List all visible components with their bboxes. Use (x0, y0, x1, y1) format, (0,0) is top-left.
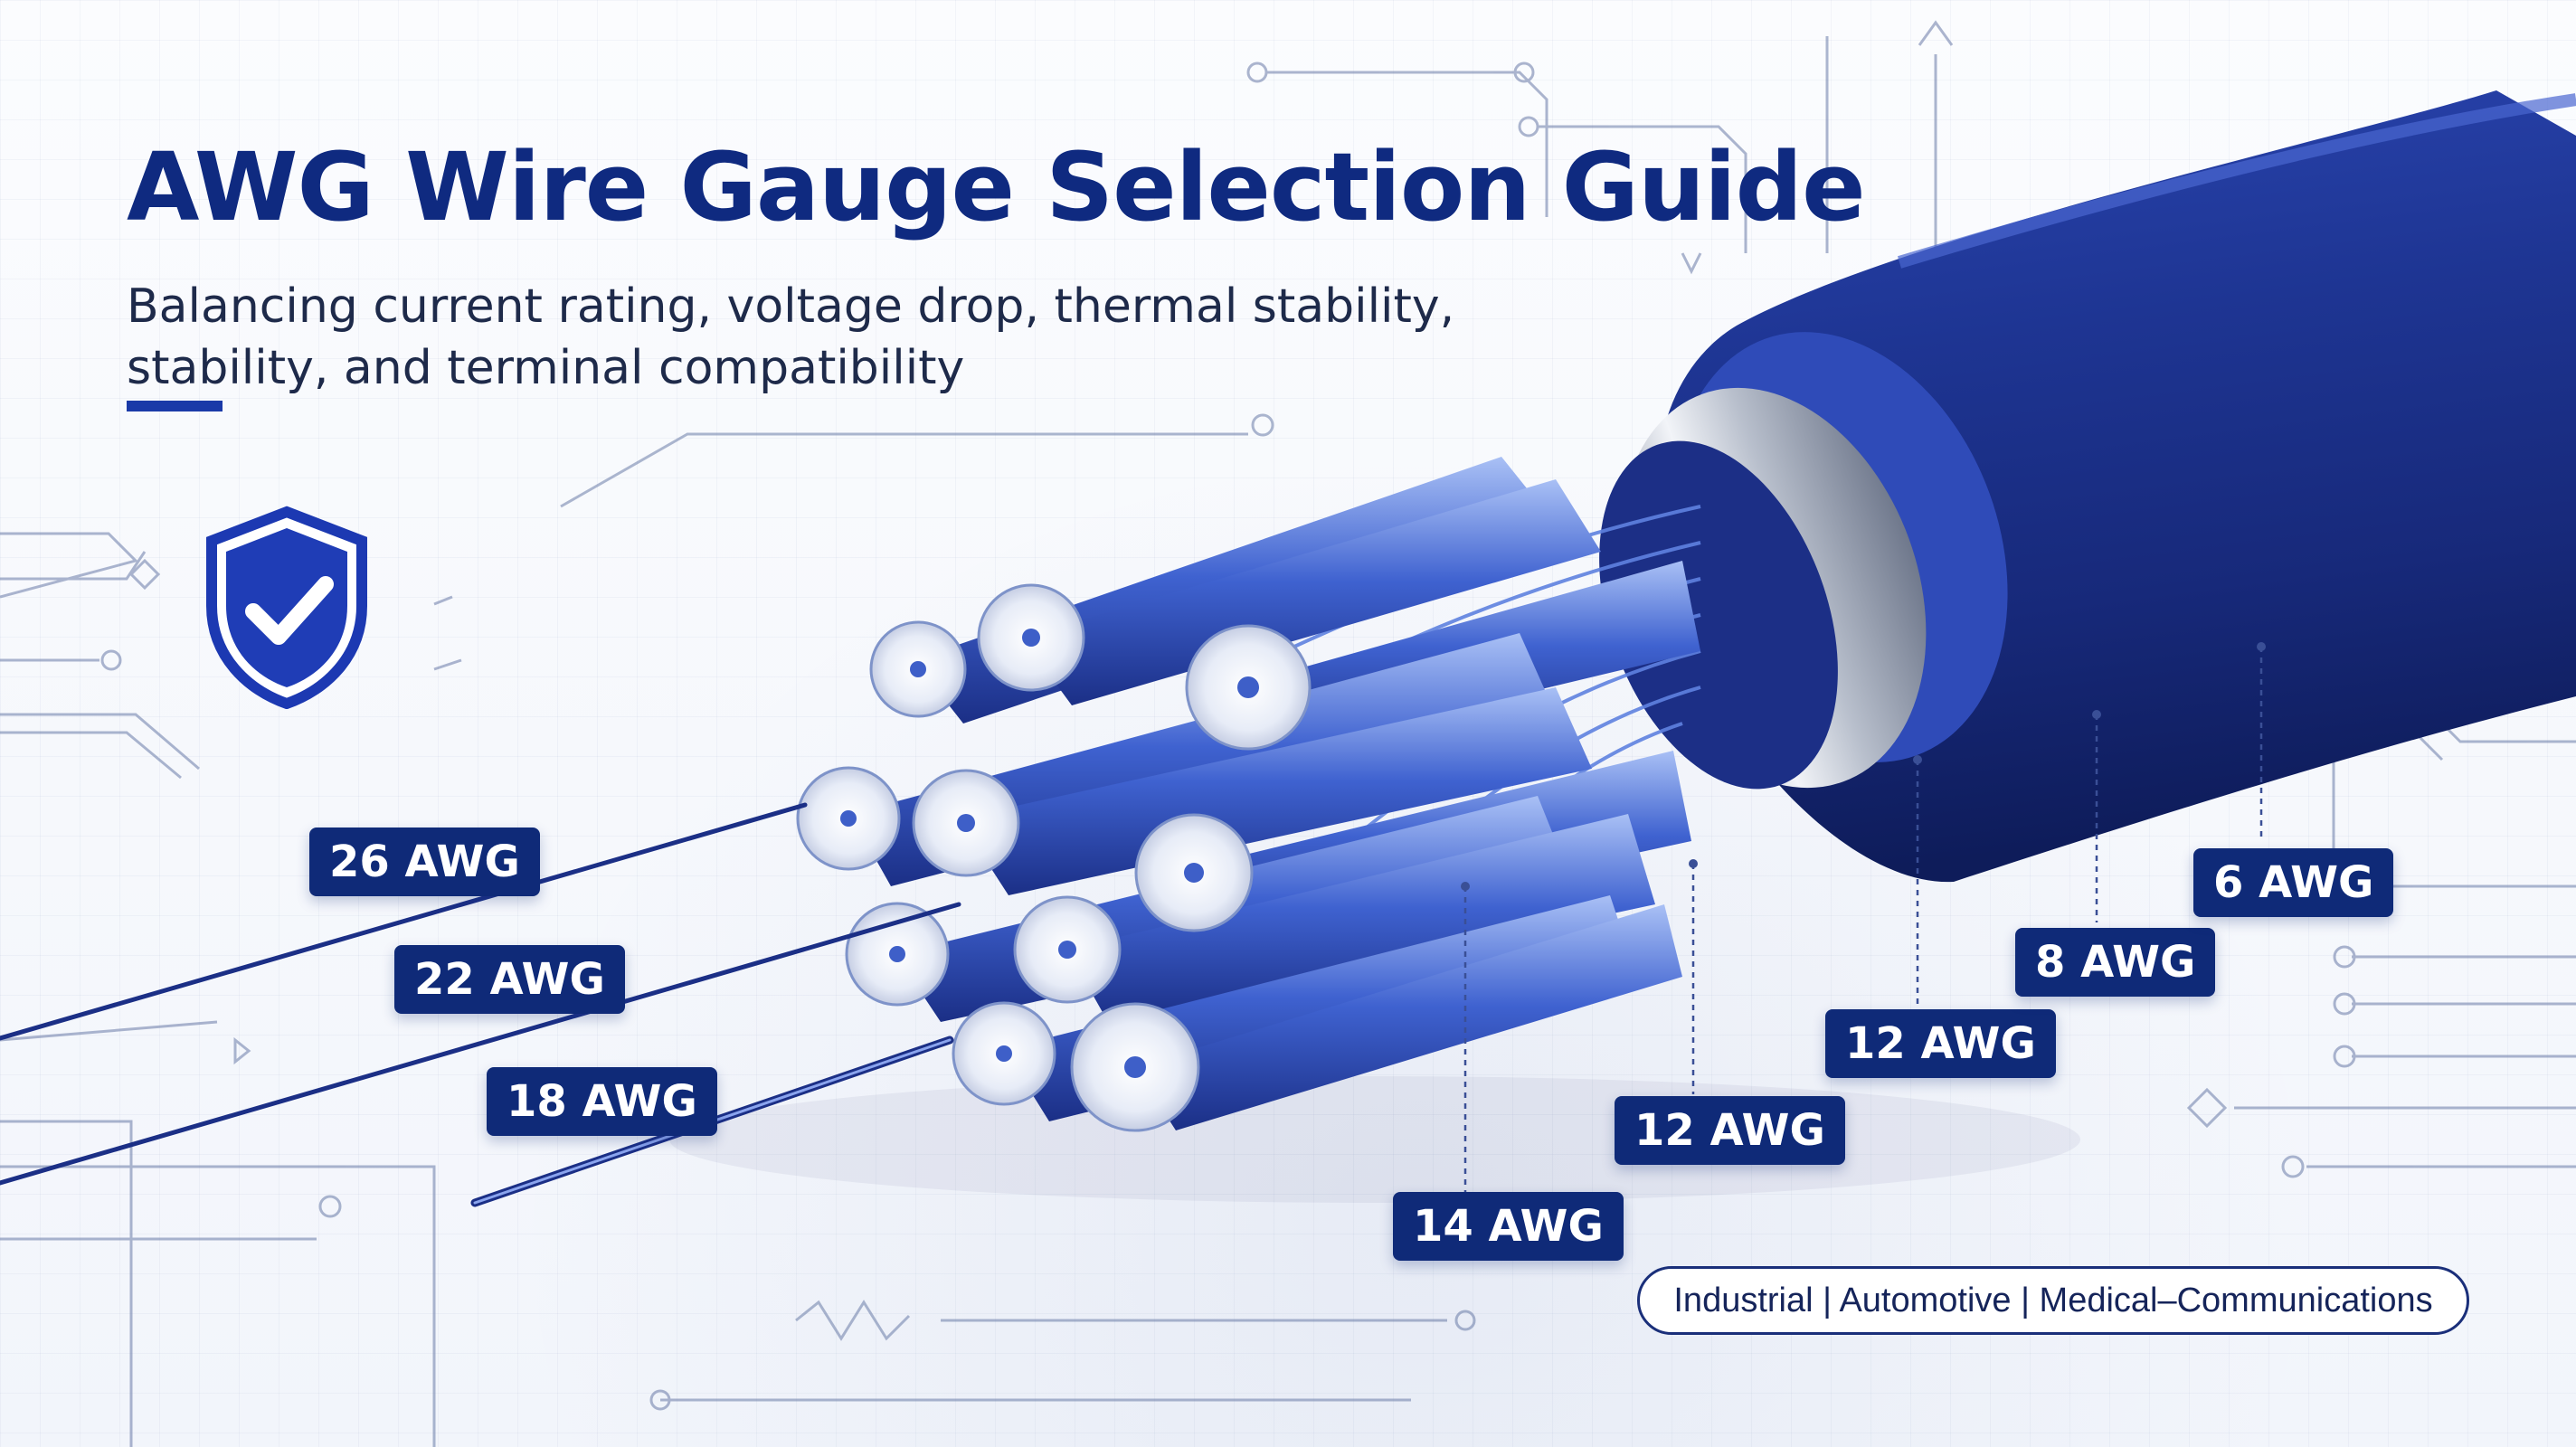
gauge-label-8-awg: 8 AWG (2015, 928, 2216, 997)
gauge-label-6-awg: 6 AWG (2193, 848, 2394, 917)
conductor-core-dots (840, 629, 1259, 1078)
title-accent-bar (127, 401, 223, 411)
shield-check-icon (206, 506, 367, 709)
gauge-label-14-awg: 14 AWG (1393, 1192, 1624, 1261)
circuit-traces (0, 20, 2576, 1447)
gauge-label-12-awg-lower: 12 AWG (1615, 1096, 1845, 1165)
page-subtitle: Balancing current rating, voltage drop, … (127, 279, 1455, 395)
gauge-label-22-awg: 22 AWG (394, 945, 625, 1014)
gauge-label-12-awg-upper: 12 AWG (1825, 1009, 2056, 1078)
gauge-label-18-awg: 18 AWG (487, 1067, 717, 1136)
label-leaders (1463, 647, 2263, 1194)
leader-dots (1461, 642, 2266, 891)
page-title: AWG Wire Gauge Selection Guide (127, 132, 1866, 242)
industries-pill: Industrial | Automotive | Medical–Commun… (1637, 1266, 2469, 1335)
gauge-label-26-awg: 26 AWG (309, 828, 540, 896)
